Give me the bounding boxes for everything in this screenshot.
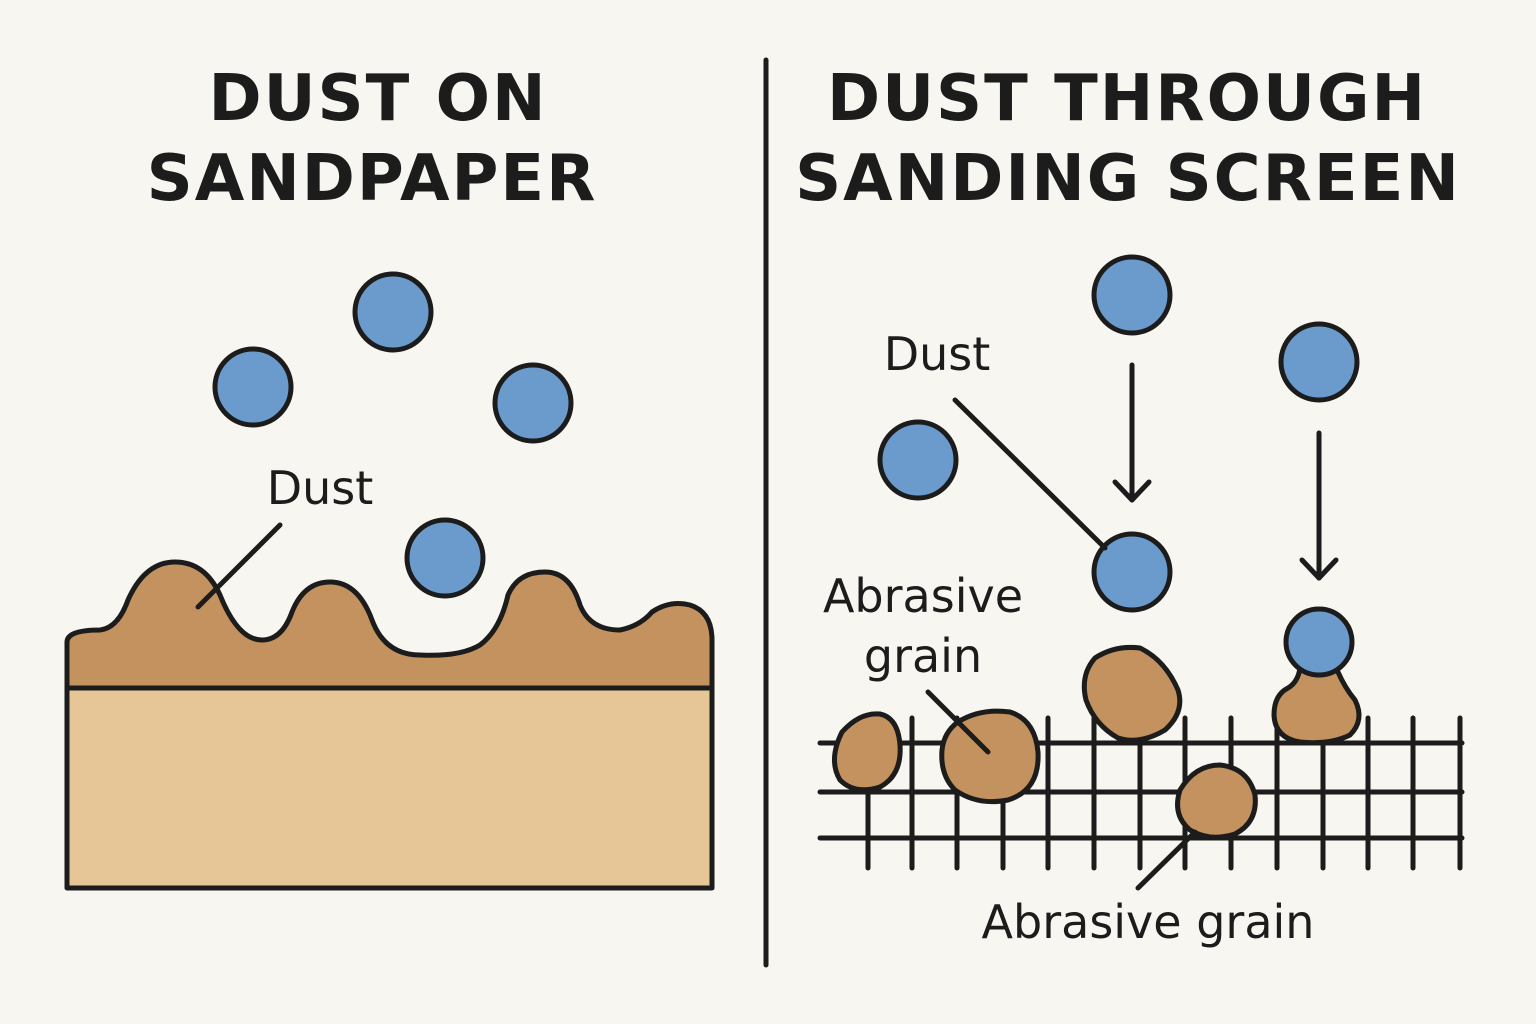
dust-particle bbox=[1283, 606, 1355, 678]
sandpaper-abrasive-layer bbox=[64, 559, 715, 691]
left-dust-leader bbox=[195, 522, 283, 610]
abrasive-grain bbox=[1271, 662, 1362, 746]
dust-particle bbox=[877, 419, 959, 501]
dust-particle bbox=[492, 362, 574, 444]
left-dust-label: Dust bbox=[267, 461, 374, 515]
grain-leader-bottom bbox=[1135, 829, 1198, 891]
right-dust-label: Dust bbox=[884, 327, 991, 381]
down-arrow-icon bbox=[1112, 362, 1152, 503]
grain-leader-top bbox=[925, 689, 991, 755]
right-panel: DUST THROUGH SANDING SCREEN bbox=[795, 62, 1465, 949]
abrasive-grain bbox=[939, 708, 1041, 805]
abrasive-grain bbox=[832, 711, 903, 793]
dust-particle bbox=[404, 517, 486, 599]
dust-particle bbox=[1091, 254, 1173, 336]
right-title-line2: SANDING SCREEN bbox=[795, 142, 1461, 216]
dust-particle bbox=[1091, 531, 1173, 613]
grain-label-line1: Abrasive bbox=[823, 569, 1023, 623]
dust-particle bbox=[212, 346, 294, 428]
abrasive-grain bbox=[1081, 645, 1183, 743]
dust-particle bbox=[1278, 321, 1360, 403]
dust-particle bbox=[352, 271, 434, 353]
left-title-line2: SANDPAPER bbox=[147, 142, 598, 216]
grain-label-bottom: Abrasive grain bbox=[982, 895, 1315, 949]
right-title-line1: DUST THROUGH bbox=[827, 62, 1427, 136]
left-panel: DUST ON SANDPAPER Dust bbox=[64, 62, 715, 891]
sandpaper-backing bbox=[64, 685, 715, 891]
right-dust-leader bbox=[952, 397, 1108, 551]
grain-label-line2: grain bbox=[864, 629, 982, 683]
down-arrow-icon bbox=[1299, 430, 1339, 581]
abrasive-grain bbox=[1175, 762, 1258, 840]
left-title-line1: DUST ON bbox=[208, 62, 547, 136]
